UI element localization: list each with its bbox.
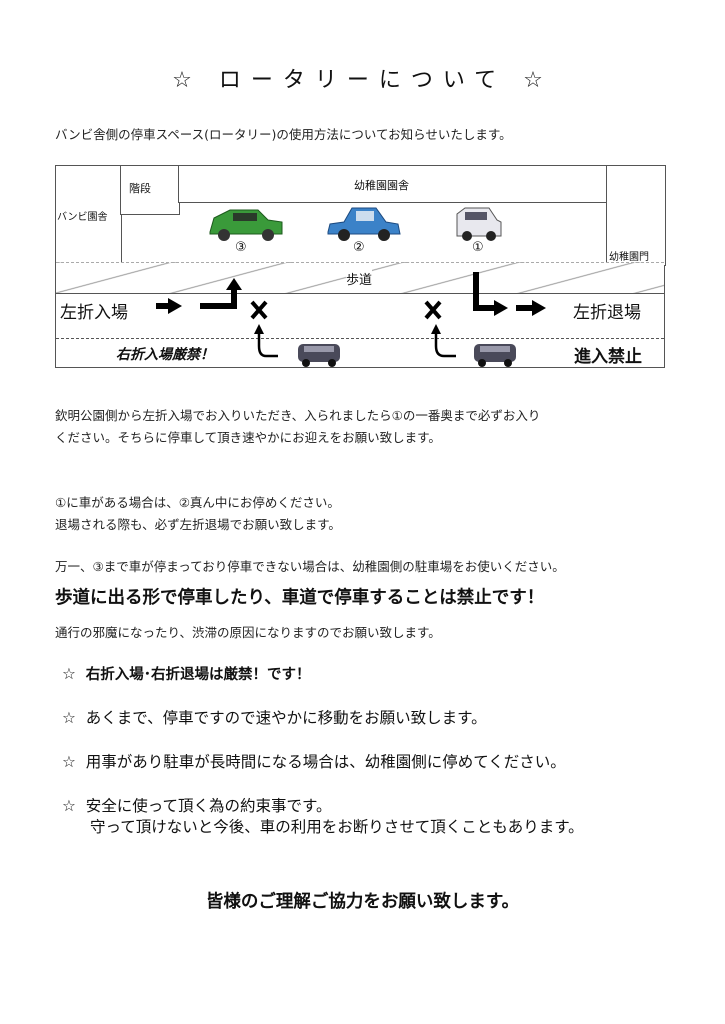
star-icon: ☆ (62, 709, 76, 727)
kindergarten-gate: 幼稚園門 (606, 165, 666, 266)
stairs: 階段 (120, 165, 180, 215)
lane-divider (56, 338, 664, 339)
sidewalk-label: 歩道 (346, 269, 373, 288)
right-turn-arrow-icon (431, 324, 456, 358)
spot-2-label: ② (353, 240, 365, 255)
star-icon: ☆ (62, 797, 76, 815)
page-title: ☆ ロータリーについて ☆ (172, 68, 553, 93)
kindergarten-gate-label: 幼稚園門 (609, 252, 649, 263)
no-entry-x-icon (250, 300, 268, 320)
entry-arrow-icon (156, 298, 182, 314)
paragraph-exit: 退場される際も、必ず左折退場でお願い致します。 (55, 517, 341, 532)
star-icon: ☆ (62, 753, 76, 771)
bullet-text-continued: 守って頂けないと今後、車の利用をお断りさせて頂くこともあります。 (90, 818, 584, 836)
bambi-building-label: バンビ園舎 (57, 212, 108, 223)
bullet-text: 右折入場･右折退場は厳禁！です！ (85, 667, 311, 683)
no-right-turn-entry-label: 右折入場厳禁！ (116, 347, 214, 363)
turn-in-arrow-icon (200, 278, 242, 309)
van-icon-spot-1 (456, 207, 502, 241)
paragraph-spot-1: ①に車がある場合は、②真ん中にお停めください。 (55, 495, 340, 510)
car-icon-spot-3 (209, 209, 283, 241)
kindergarten-building: 幼稚園園舎 (178, 165, 608, 203)
right-turn-arrow-icon (254, 324, 278, 358)
paragraph-entry-1: 欽明公園側から左折入場でお入りいただき、入られましたら①の一番奥まで必ずお入り (55, 408, 541, 423)
bullet-item: ☆ 右折入場･右折退場は厳禁！です！ (62, 663, 311, 684)
paragraph-entry-2: ください。そちらに停車して頂き速やかにお迎えをお願い致します。 (55, 430, 441, 445)
spot-3-label: ③ (235, 240, 247, 255)
car-icon-spot-2 (327, 207, 401, 241)
bullet-item: ☆ 用事があり駐車が長時間になる場合は、幼稚園側に停めてください。 (62, 750, 566, 772)
star-icon: ☆ (62, 665, 76, 683)
warning-note: 通行の邪魔になったり、渋滞の原因になりますのでお願い致します。 (55, 625, 441, 640)
rotary-diagram: バンビ園舎 階段 幼稚園園舎 幼稚園門 歩道 ③ ② ① 左折入場 (55, 165, 666, 368)
dark-car-icon (474, 344, 516, 367)
sidewalk: 歩道 (56, 262, 664, 294)
paragraph-overflow: 万一、③まで車が停まっており停車できない場合は、幼稚園側の駐車場をお使いください… (55, 559, 565, 574)
no-entry-x-icon (424, 300, 442, 320)
bullet-text: あくまで、停車ですので速やかに移動をお願い致します。 (85, 709, 487, 727)
exit-arrow-icon (516, 300, 546, 316)
left-turn-entry-label: 左折入場 (60, 303, 128, 323)
intro-text: バンビ舎側の停車スペース(ロータリー)の使用方法についてお知らせいたします。 (55, 127, 512, 142)
no-entry-label: 進入禁止 (574, 347, 642, 367)
bullet-item: ☆ あくまで、停車ですので速やかに移動をお願い致します。 (62, 706, 487, 728)
kindergarten-building-label: 幼稚園園舎 (354, 179, 409, 192)
warning-text: 歩道に出る形で停車したり、車道で停車することは禁止です！ (55, 588, 545, 608)
turn-out-arrow-icon (473, 272, 508, 316)
traffic-arrows (156, 272, 546, 367)
closing-text: 皆様のご理解ご協力をお願い致します。 (205, 892, 520, 912)
bullet-text: 安全に使って頂く為の約束事です。 (85, 797, 332, 815)
bullet-text: 用事があり駐車が長時間になる場合は、幼稚園側に停めてください。 (85, 753, 566, 771)
spot-1-label: ① (472, 240, 484, 255)
bullet-item: ☆ 安全に使って頂く為の約束事です。 (62, 794, 331, 816)
left-turn-exit-label: 左折退場 (573, 303, 641, 323)
dark-car-icon (298, 344, 340, 367)
stairs-label: 階段 (129, 182, 151, 195)
